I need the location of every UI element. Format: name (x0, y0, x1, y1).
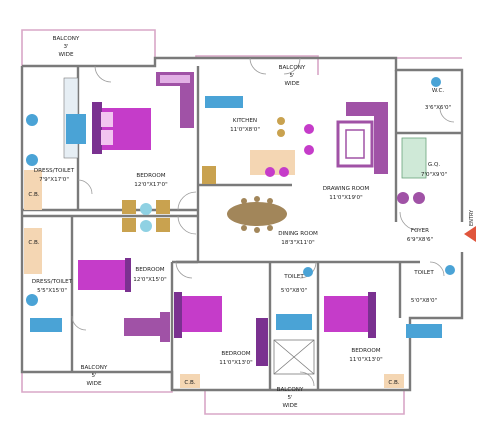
dress-toilet2-name: DRESS/TOILET (32, 279, 73, 285)
balcony-bottom-left-size1: 5' (91, 373, 96, 379)
toilet-right-name: TOILET (413, 270, 434, 276)
kitchen-fixtures (202, 96, 295, 184)
dining-room-size: 18'3"X11'0" (281, 240, 315, 246)
bedroom1-size: 12'0"X17'0" (134, 182, 168, 188)
wc-fixtures (431, 77, 441, 87)
toilet-mid-fixtures (276, 267, 313, 330)
cb1-name: C.B. (28, 192, 40, 198)
dress-toilet2-fixtures (26, 294, 62, 332)
bedroom2-bed (78, 258, 131, 292)
toilet-right-size: 5'0"X8'0" (411, 298, 438, 304)
gq-size: 7'0"X9'0" (421, 172, 448, 178)
balcony-bottom-mid-size1: 5' (287, 395, 292, 401)
toilet-mid-size: 5'0"X8'0" (281, 288, 308, 294)
cb1-cupboard (24, 170, 42, 210)
bedroom2-size: 12'0"X15'0" (133, 277, 167, 283)
wc-name: W.C. (432, 88, 445, 94)
bedroom2-name: BEDROOM (135, 267, 164, 273)
balcony-bottom-left-size2: WIDE (86, 381, 101, 387)
kitchen-name: KITCHEN (233, 118, 257, 124)
door-swings (71, 57, 455, 387)
kitchen-size: 11'0"X8'0" (230, 127, 260, 133)
bedroom1-name: BEDROOM (136, 173, 165, 179)
dress-toilet1-name: DRESS/TOILET (34, 168, 75, 174)
wc-size: 3'6"X6'0" (425, 105, 452, 111)
balcony-top-mid-size2: WIDE (284, 81, 299, 87)
balcony-top-mid-size1: 5' (289, 73, 294, 79)
bedroom1-sofa (156, 72, 194, 128)
gq-name: G.Q. (428, 162, 441, 168)
bedroom4-name: BEDROOM (351, 348, 380, 354)
central-side-tables (122, 200, 170, 232)
cb3-name: C.B. (184, 380, 196, 386)
dining-table (227, 196, 287, 233)
drawing-room-size: 11'0"X19'0" (329, 195, 363, 201)
bedroom4-size: 11'0"X13'0" (349, 357, 383, 363)
balcony-bottom-mid-name: BALCONY (277, 387, 304, 393)
cb2-cupboard (24, 228, 42, 274)
cb2-name: C.B. (28, 240, 40, 246)
balcony-top-left-size2: WIDE (58, 52, 73, 58)
bedroom4-bed (324, 292, 376, 338)
walls (20, 56, 464, 392)
dress-toilet2-size: 5'5"X15'0" (37, 288, 67, 294)
toilet-mid-name: TOILET (283, 274, 304, 280)
balcony-bottom-left-name: BALCONY (81, 365, 108, 371)
foyer-size: 6'9"X8'6" (407, 237, 434, 243)
balcony-bottom-mid-size2: WIDE (282, 403, 297, 409)
cb3-cupboard (180, 374, 200, 388)
drawing-room-furniture (304, 102, 388, 174)
bedroom3-bed (174, 292, 268, 366)
balcony-top-left-name: BALCONY (53, 36, 80, 42)
lift-shaft (273, 339, 315, 375)
balcony-top-mid-name: BALCONY (279, 65, 306, 71)
drawing-room-name: DRAWING ROOM (323, 186, 370, 192)
dress-toilet1-fixtures (26, 77, 86, 166)
cb4-cupboard (384, 374, 404, 388)
bedroom3-size: 11'0"X13'0" (219, 360, 253, 366)
cb4-name: C.B. (388, 380, 400, 386)
toilet-right-fixtures (406, 265, 455, 338)
entry-label: ENTRY (469, 209, 475, 226)
gq-fixtures (397, 137, 427, 204)
bedroom2-sofa (124, 312, 170, 342)
entry-marker: ENTRY (464, 209, 476, 242)
dress-toilet1-size: 7'9"X17'0" (39, 177, 69, 183)
bedroom3-name: BEDROOM (221, 351, 250, 357)
balcony-top-left-size1: 3' (63, 44, 68, 50)
room-labels: BALCONY 3' WIDE BALCONY 5' WIDE W.C. 3'6… (28, 36, 451, 409)
dining-room-name: DINING ROOM (278, 231, 318, 237)
bedroom1-bed (92, 102, 151, 154)
foyer-name: FOYER (411, 228, 429, 234)
